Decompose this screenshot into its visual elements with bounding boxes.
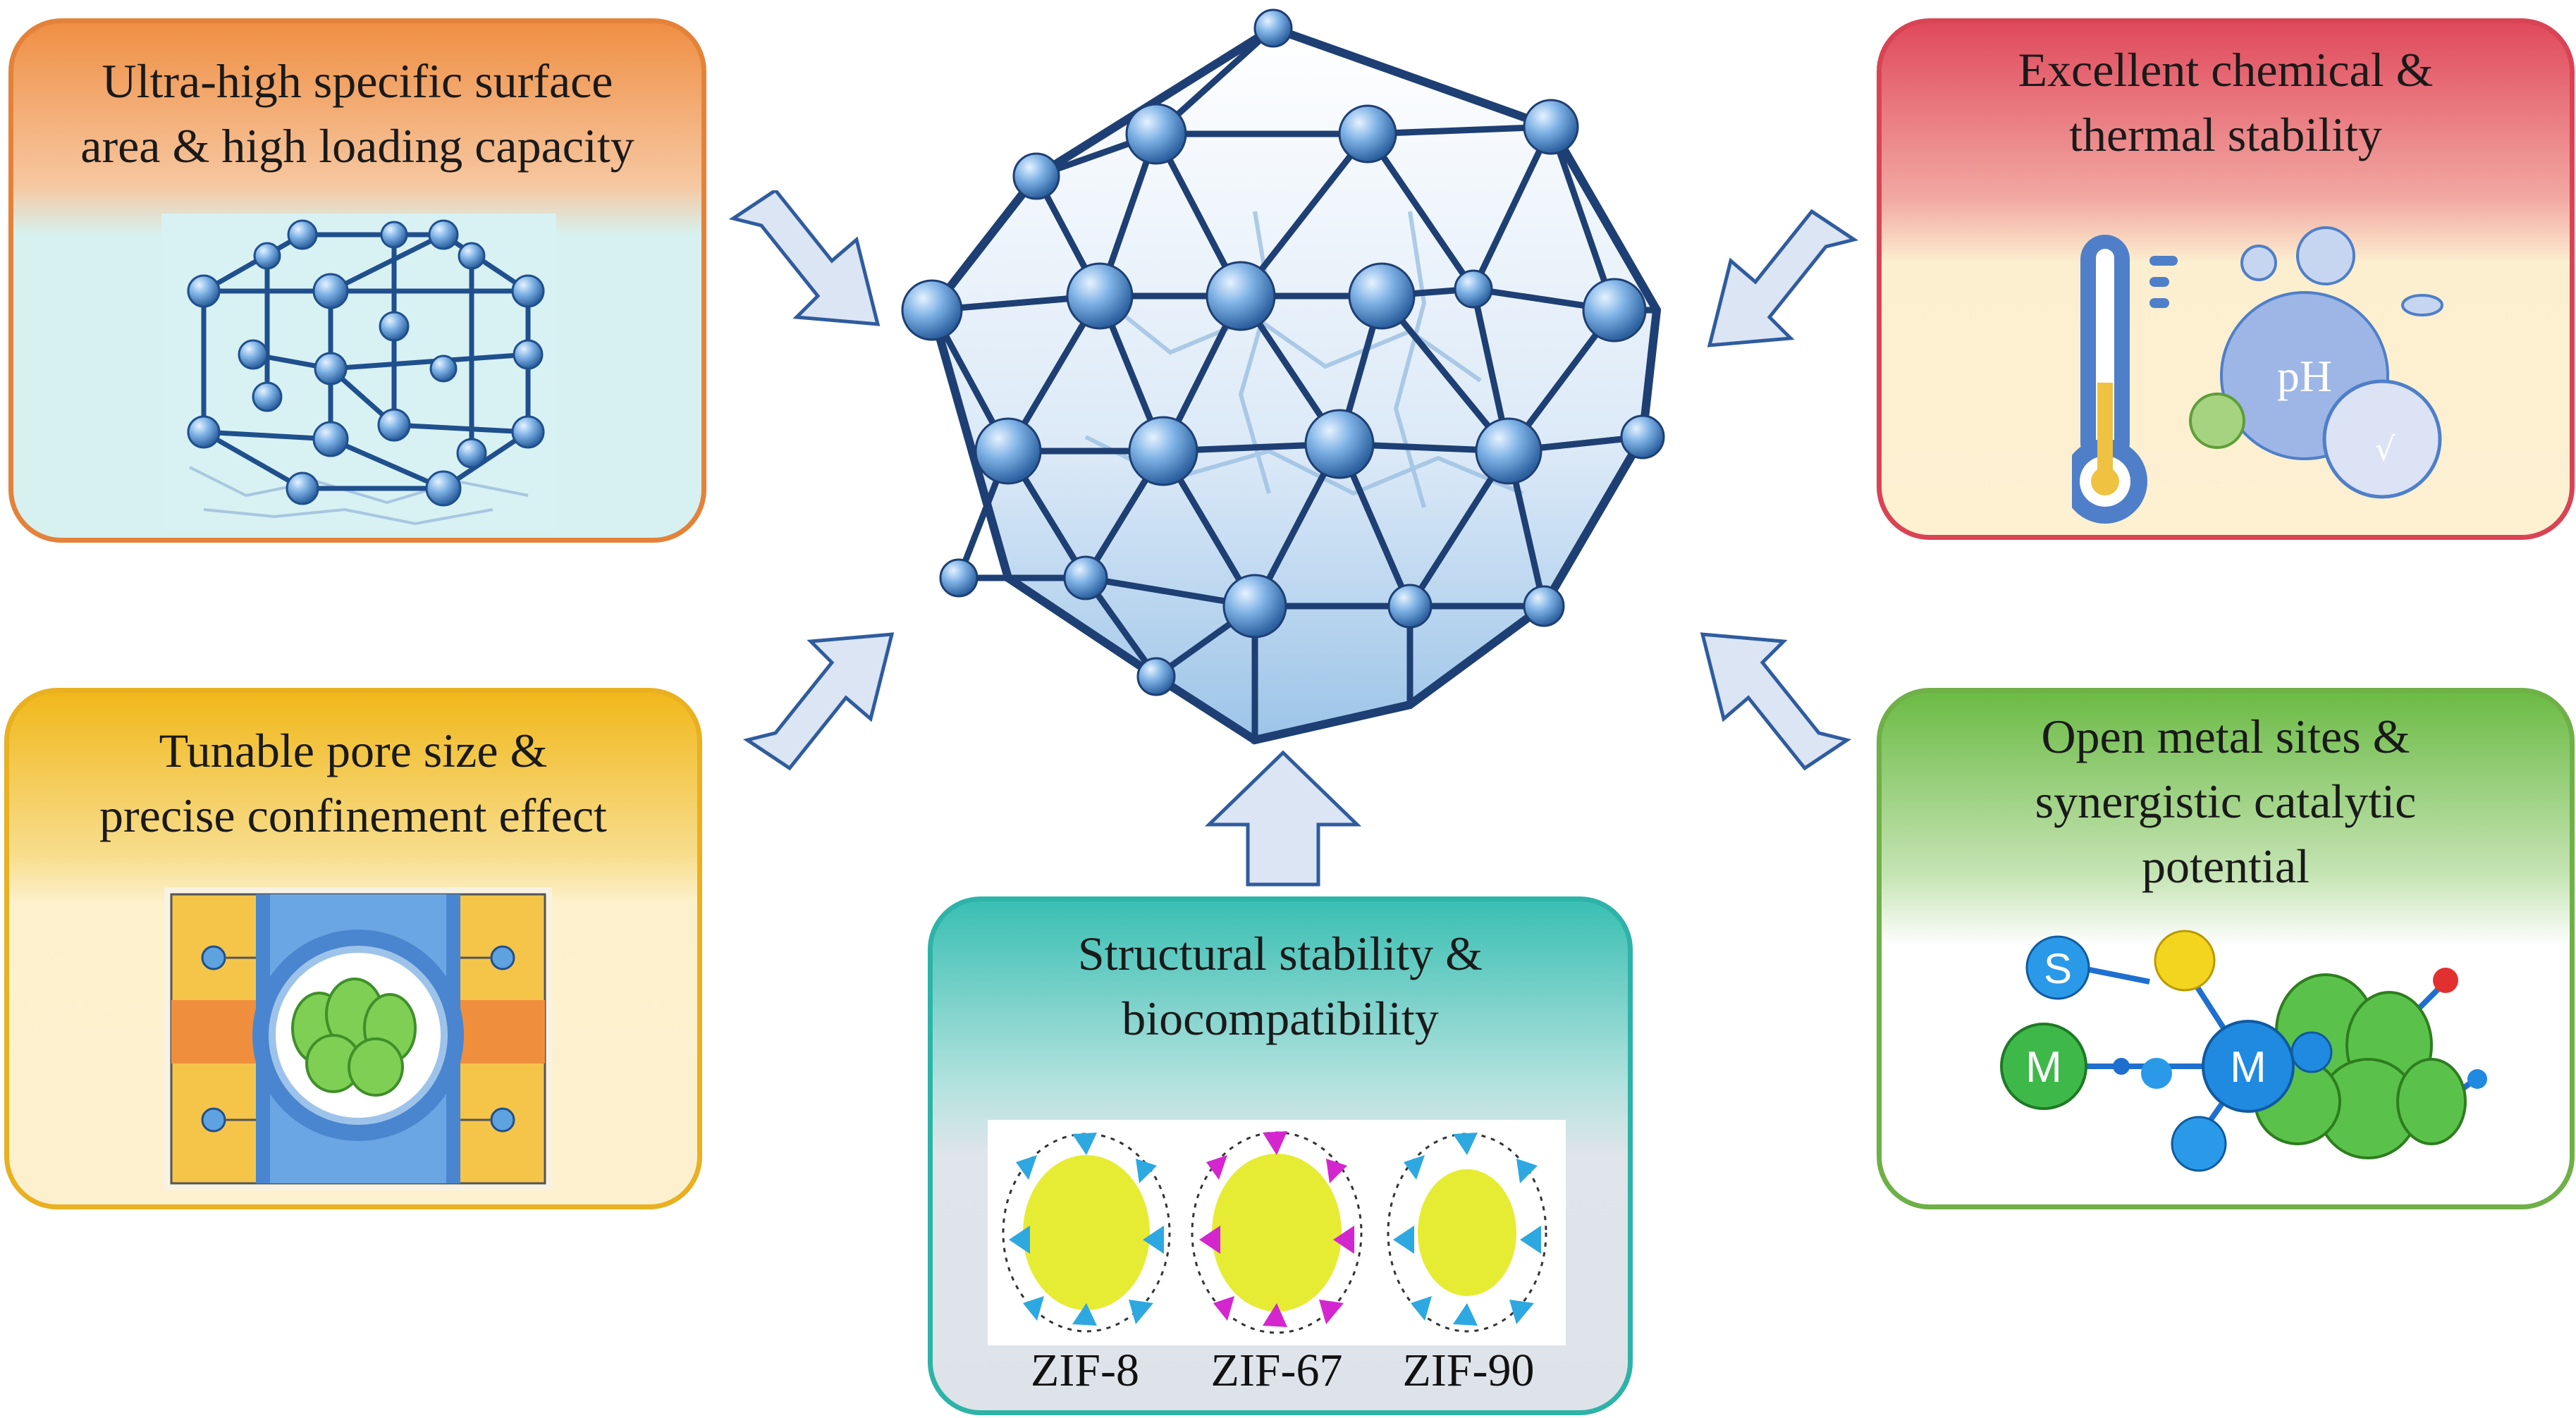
- panel-chemical-thermal-stability: Excellent chemical & thermal stability p…: [1877, 18, 2575, 540]
- arrow-from-bio: [1204, 750, 1362, 887]
- arrow-from-surface: [728, 190, 881, 326]
- zif-90-label: ZIF-90: [1402, 1345, 1535, 1396]
- zif-structures-illustration: [988, 1120, 1566, 1345]
- metal-site-catalysis-illustration: S M M: [2000, 930, 2487, 1172]
- thermometer-icon: [2072, 235, 2178, 524]
- m-label-2: M: [2230, 1043, 2267, 1092]
- arrow-from-pore: [742, 632, 895, 771]
- guest-molecules: [291, 978, 417, 1097]
- thermometer-ph-illustration: pH √: [2072, 226, 2443, 524]
- zif-90-structure: [1387, 1133, 1547, 1333]
- panel-surface-area: Ultra-high specific surface area & high …: [8, 18, 706, 543]
- zif-67-structure: [1191, 1131, 1363, 1334]
- s-label: S: [2044, 945, 2072, 992]
- panel-biocompatibility: Structural stability & biocompatibility …: [928, 896, 1633, 1415]
- sqrt-symbol: √: [2374, 430, 2396, 468]
- cage-nodes: [901, 8, 1665, 696]
- panel-stability-title: Excellent chemical & thermal stability: [2018, 43, 2434, 161]
- sqrt-bubble: [2322, 379, 2442, 499]
- arrow-from-metal: [1700, 632, 1852, 771]
- panel-bio-title: Structural stability & biocompatibility: [1077, 927, 1483, 1045]
- panel-pore-title: Tunable pore size & precise confinement …: [99, 724, 607, 842]
- pore-confinement-illustration: [164, 887, 552, 1190]
- ph-label: pH: [2277, 351, 2332, 401]
- framework-cube-illustration: [161, 214, 556, 531]
- zif-67-label: ZIF-67: [1210, 1345, 1343, 1396]
- panel-pore-size: Tunable pore size & precise confinement …: [4, 688, 702, 1209]
- zif-8-label: ZIF-8: [1031, 1345, 1139, 1396]
- panel-metal-title: Open metal sites & synergistic catalytic…: [2035, 710, 2417, 893]
- m-label-1: M: [2025, 1043, 2062, 1092]
- arrow-from-stability: [1707, 209, 1859, 347]
- central-mof-cage: [901, 8, 1665, 745]
- panel-open-metal-sites: Open metal sites & synergistic catalytic…: [1877, 688, 2575, 1209]
- zif-8-structure: [1002, 1133, 1171, 1333]
- panel-surface-title: Ultra-high specific surface area & high …: [80, 54, 634, 173]
